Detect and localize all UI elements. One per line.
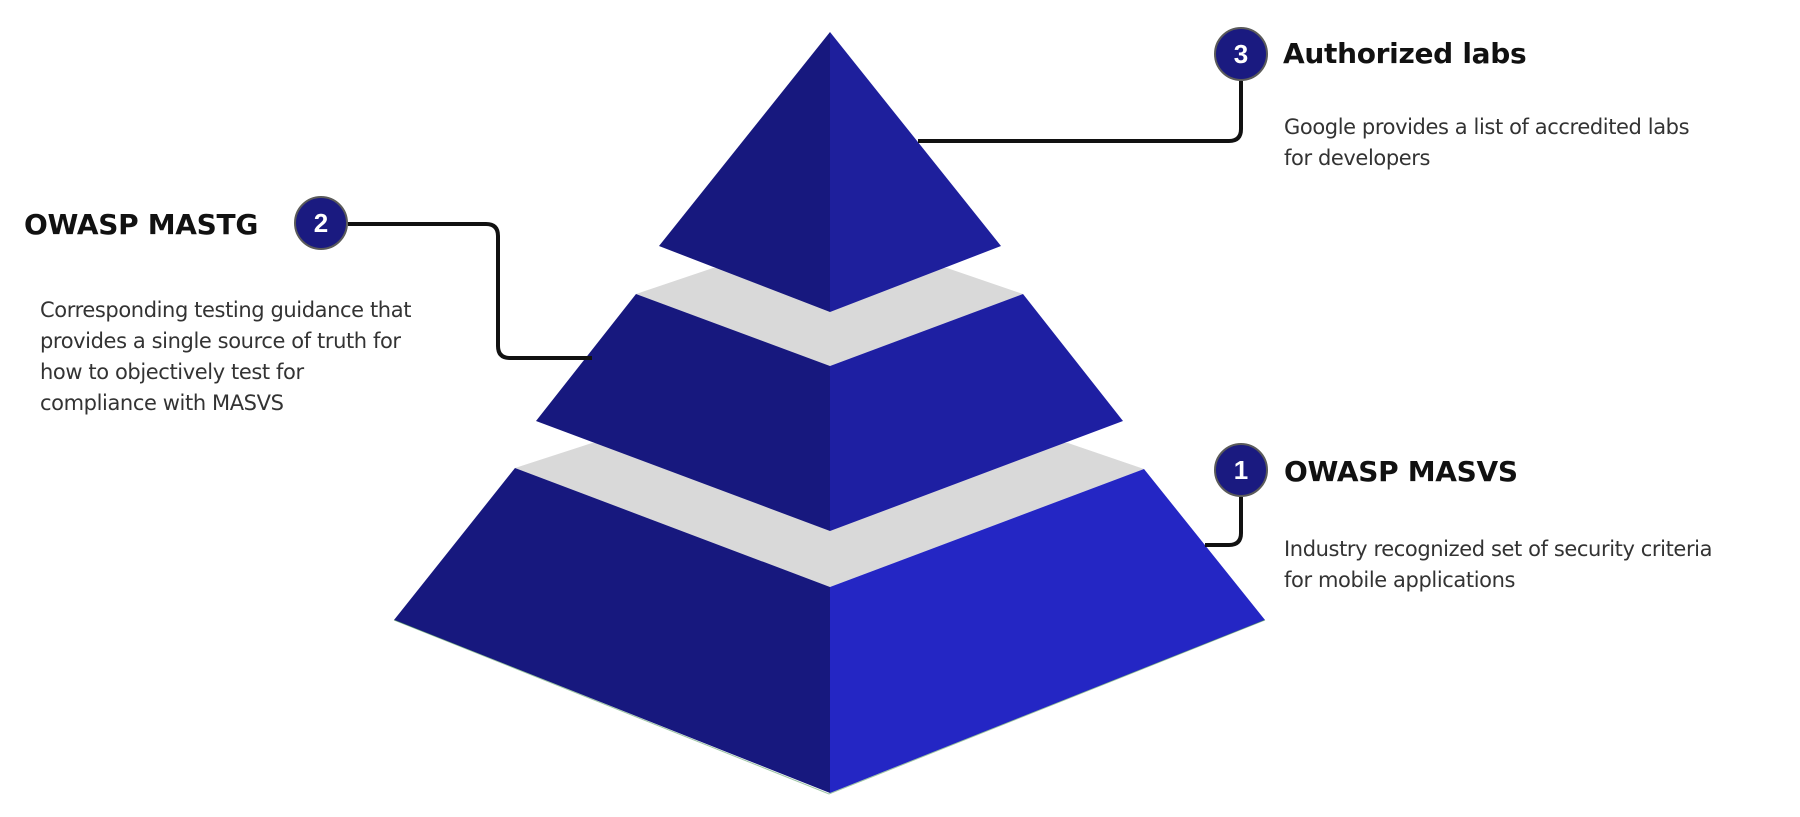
tier-2-title: OWASP MASTG	[24, 208, 259, 241]
badge-2: 2	[294, 196, 348, 250]
tier-1-title: OWASP MASVS	[1284, 455, 1518, 488]
tier-2-description-line: provides a single source of truth for	[40, 329, 401, 353]
tier-2-top-face	[636, 268, 1023, 366]
tier-2-description-line: how to objectively test for	[40, 360, 304, 384]
tier-2-left-face	[536, 294, 830, 531]
tier-3-description: Google provides a list of accredited lab…	[1284, 112, 1690, 174]
badge-1: 1	[1214, 443, 1268, 497]
tier-3-left-face	[659, 32, 830, 312]
tier-2-description-line: Corresponding testing guidance that	[40, 298, 412, 322]
tier-1-description-line: Industry recognized set of security crit…	[1284, 537, 1713, 561]
tier-1-left-face	[394, 468, 830, 793]
connector-2	[348, 222, 592, 360]
tier-2-description-line: compliance with MASVS	[40, 391, 284, 415]
tier-3-title: Authorized labs	[1283, 37, 1527, 70]
pyramid-tier-2	[536, 268, 1123, 531]
tier-2-right-face	[830, 294, 1123, 531]
badge-3: 3	[1214, 27, 1268, 81]
tier-3-right-face	[830, 32, 1001, 312]
tier-1-description: Industry recognized set of security crit…	[1284, 534, 1712, 596]
tier-2-description: Corresponding testing guidance that prov…	[40, 295, 411, 419]
tier-3-description-line: Google provides a list of accredited lab…	[1284, 115, 1690, 139]
tier-3-description-line: for developers	[1284, 146, 1431, 170]
pyramid-tier-3	[659, 32, 1001, 312]
tier-1-description-line: for mobile applications	[1284, 568, 1516, 592]
tier-1-bottom-edge	[393, 619, 1266, 795]
connector-3	[918, 81, 1243, 143]
tier-1-right-face	[830, 469, 1265, 793]
connector-1	[1205, 497, 1243, 547]
